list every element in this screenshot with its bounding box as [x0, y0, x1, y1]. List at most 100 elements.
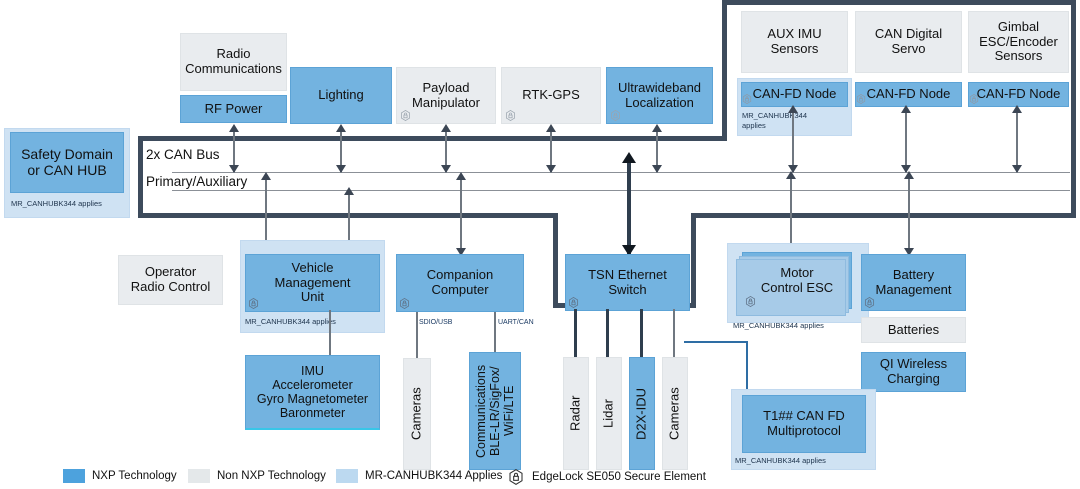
canfd-node-1[interactable]: CAN-FD Node [741, 82, 848, 107]
connector-motor-control-esc [790, 173, 792, 255]
lighting[interactable]: Lighting [290, 67, 392, 124]
t1-can-fd-multiprotocol[interactable]: T1## CAN FD Multiprotocol [742, 395, 866, 453]
edgelock-icon [399, 298, 410, 309]
safety-domain-or-can-hub[interactable]: Safety Domain or CAN HUB [10, 132, 124, 193]
edgelock-icon [742, 94, 753, 105]
motor-control-caption: MR_CANHUBK344 applies [733, 321, 824, 330]
connector-tsn-radar [574, 309, 577, 359]
safety-domain-label: Safety Domain or CAN HUB [21, 145, 113, 178]
interface-label-sdio-usb: SDIO/USB [419, 319, 453, 326]
bus-frame-tsn-left [553, 213, 558, 308]
connector-ultrawideband [656, 126, 658, 172]
communications-label: Communications BLE-LR/SigFox/ WiFi/LTE [474, 364, 516, 458]
radar[interactable]: Radar [563, 357, 589, 470]
battery-management[interactable]: Battery Management [861, 254, 966, 311]
arrow-down-icon [441, 165, 451, 173]
rtk-gps-label: RTK-GPS [522, 87, 580, 103]
connector-companion-cameras [416, 312, 418, 360]
bus-frame-left [138, 136, 143, 218]
legend-label-canhub: MR-CANHUBK344 Applies [365, 470, 503, 482]
gimbal-esc-label: Gimbal ESC/Encoder Sensors [979, 19, 1058, 64]
vehicle-management-unit[interactable]: Vehicle Management Unit [245, 254, 380, 312]
connector-companion-communications [494, 312, 496, 360]
connector-tsn-lidar [606, 309, 609, 359]
aux-imu-sensors[interactable]: AUX IMU Sensors [741, 11, 848, 73]
safety-domain-caption: MR_CANHUBK344 applies [11, 199, 102, 208]
edgelock-icon [610, 110, 621, 121]
edgelock-icon [745, 296, 756, 307]
connector-t1-elbow-horizontal [684, 341, 748, 343]
legend-label-edgelock: EdgeLock SE050 Secure Element [532, 471, 706, 483]
arrow-down-icon [901, 165, 911, 173]
tsn-ethernet-switch[interactable]: TSN Ethernet Switch [565, 254, 690, 311]
connector-vmu-left [265, 175, 267, 255]
imu-sensor-block[interactable]: IMU Accelerometer Gyro Magnetometer Baro… [245, 355, 380, 430]
legend-swatch-non-nxp [188, 469, 210, 483]
legend-item-edgelock: EdgeLock SE050 Secure Element [508, 469, 706, 485]
cameras-right[interactable]: Cameras [662, 357, 688, 470]
arrow-up-icon [261, 172, 271, 180]
communications-module[interactable]: Communications BLE-LR/SigFox/ WiFi/LTE [469, 352, 521, 470]
companion-computer[interactable]: Companion Computer [396, 254, 524, 312]
connector-canfd-node-3 [1016, 107, 1018, 172]
operator-radio-control-label: Operator Radio Control [130, 264, 211, 294]
rf-power-label: RF Power [204, 100, 263, 116]
aux-imu-label: AUX IMU Sensors [767, 26, 822, 56]
arrow-down-icon [546, 165, 556, 173]
arrow-down-icon [456, 248, 466, 256]
ultrawideband-label: Ultrawideband Localization [617, 79, 702, 110]
can-bus-primary-line [172, 172, 1070, 173]
qi-wireless-charging-label: QI Wireless Charging [879, 356, 948, 386]
edgelock-icon [969, 94, 980, 105]
cameras-right-label: Cameras [666, 387, 682, 440]
arrow-up-icon [456, 172, 466, 180]
rf-power[interactable]: RF Power [180, 95, 287, 123]
connector-rtk-gps [550, 126, 552, 172]
arrow-up-icon [344, 187, 354, 195]
bus-frame-tsn-right [691, 213, 696, 308]
payload-manipulator[interactable]: Payload Manipulator [396, 67, 496, 124]
ultrawideband-localization[interactable]: Ultrawideband Localization [606, 67, 713, 124]
bus-label-auxiliary: Primary/Auxiliary [146, 174, 248, 189]
cameras-left-label: Cameras [408, 387, 424, 441]
connector-vmu-imu [329, 310, 331, 357]
legend-label-nxp: NXP Technology [92, 470, 177, 482]
d2x-idu[interactable]: D2X-IDU [629, 357, 655, 470]
operator-radio-control[interactable]: Operator Radio Control [118, 255, 223, 305]
tsn-switch-label: TSN Ethernet Switch [588, 266, 667, 297]
bus-frame-topright-vertical-left [722, 0, 727, 141]
legend-swatch-nxp [63, 469, 85, 483]
batteries[interactable]: Batteries [861, 317, 966, 343]
connector-vmu-right [348, 190, 350, 255]
legend-item-canhub: MR-CANHUBK344 Applies [336, 469, 502, 483]
arrow-down-icon [788, 165, 798, 173]
canfd-node-3[interactable]: CAN-FD Node [968, 82, 1069, 107]
payload-manipulator-label: Payload Manipulator [412, 79, 480, 110]
t1-can-fd-label: T1## CAN FD Multiprotocol [763, 408, 845, 438]
radio-communications[interactable]: Radio Communications [180, 33, 287, 91]
arrow-up-icon [622, 152, 636, 163]
connector-canfd-node-2 [905, 107, 907, 172]
edgelock-icon [508, 469, 526, 485]
companion-computer-label: Companion Computer [426, 267, 494, 297]
connector-companion-computer [460, 175, 462, 255]
canfd-node-2[interactable]: CAN-FD Node [855, 82, 962, 107]
cameras-left[interactable]: Cameras [403, 358, 431, 470]
arrow-up-icon [441, 124, 451, 132]
legend-item-nxp: NXP Technology [63, 469, 177, 483]
connector-lighting [340, 126, 342, 172]
interface-label-uart-can: UART/CAN [498, 319, 534, 326]
lighting-label: Lighting [318, 87, 364, 103]
qi-wireless-charging[interactable]: QI Wireless Charging [861, 352, 966, 392]
edgelock-icon [856, 94, 867, 105]
lidar[interactable]: Lidar [596, 357, 622, 470]
d2x-idu-label: D2X-IDU [633, 387, 649, 440]
gimbal-esc-encoder-sensors[interactable]: Gimbal ESC/Encoder Sensors [968, 11, 1069, 73]
motor-control-esc[interactable]: Motor Control ESC [736, 252, 852, 316]
rtk-gps[interactable]: RTK-GPS [501, 67, 601, 124]
arrow-up-icon [904, 171, 914, 179]
connector-t1-elbow-vertical [746, 341, 748, 393]
arrow-down-icon [904, 248, 914, 256]
can-digital-servo[interactable]: CAN Digital Servo [855, 11, 962, 73]
